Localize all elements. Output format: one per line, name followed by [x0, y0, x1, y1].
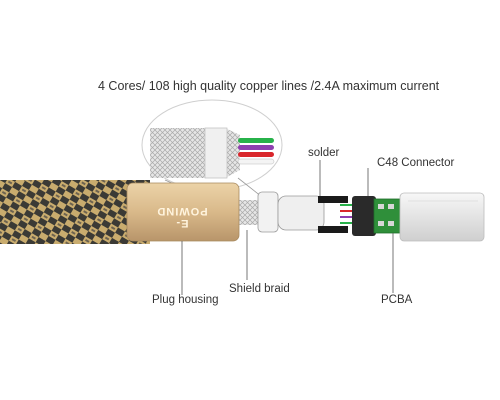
lightning-tip [399, 192, 485, 242]
label-c48-connector: C48 Connector [377, 157, 455, 169]
solder-wires [340, 204, 354, 224]
inner-sleeve [257, 191, 279, 233]
braided-cable [0, 180, 150, 244]
headline-text: 4 Cores/ 108 high quality copper lines /… [98, 79, 440, 93]
label-pcba: PCBA [381, 294, 413, 306]
plug-housing [126, 182, 240, 242]
label-plug-housing: Plug housing [152, 294, 219, 306]
wire-bundle [277, 195, 325, 231]
brand-logo: E-POWIND [156, 205, 208, 229]
inset-cores [237, 138, 275, 165]
c48-connector [352, 196, 376, 236]
label-shield-braid: Shield braid [229, 283, 290, 295]
label-solder: solder [308, 147, 340, 159]
